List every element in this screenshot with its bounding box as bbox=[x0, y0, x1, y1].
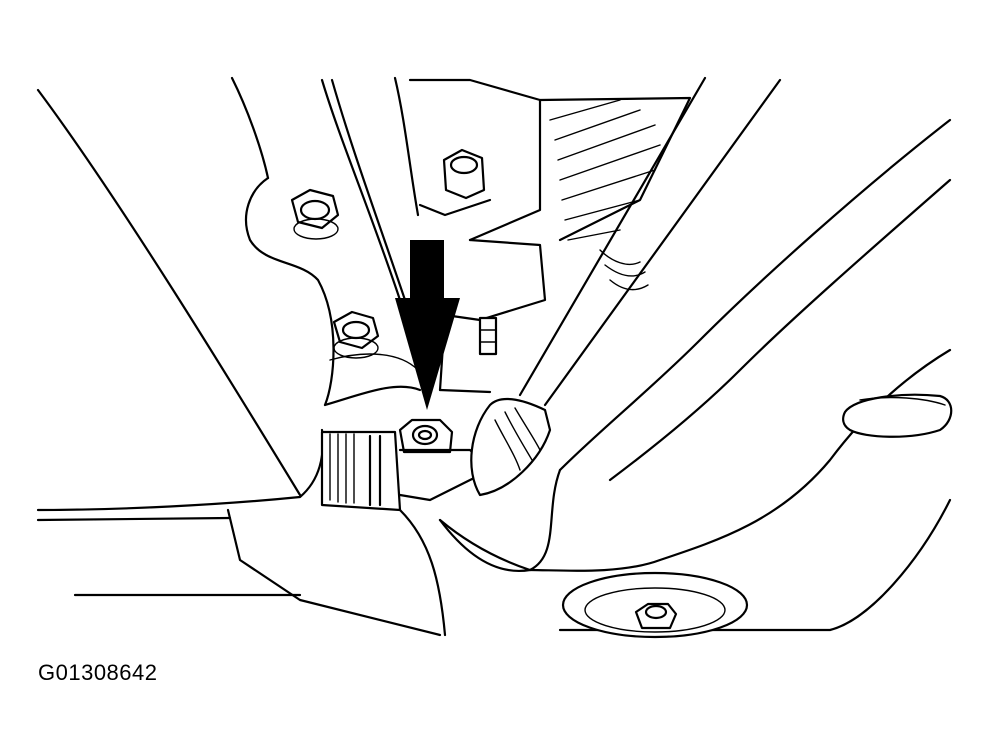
fitting-nut bbox=[398, 418, 454, 454]
left-rail bbox=[36, 88, 442, 637]
figure-id: G01308642 bbox=[38, 660, 158, 685]
down-arrow-icon bbox=[395, 240, 460, 410]
lower-center-structure bbox=[398, 508, 532, 637]
diagonal-rod bbox=[470, 76, 782, 497]
bolt-right bbox=[478, 316, 498, 356]
upper-housing bbox=[230, 76, 692, 394]
hose-connector bbox=[320, 430, 492, 512]
bolt-top bbox=[418, 148, 492, 217]
lower-mount bbox=[561, 571, 749, 639]
bolt-middle-left bbox=[332, 310, 380, 359]
left-bracket bbox=[245, 176, 422, 407]
bolt-upper-left bbox=[290, 188, 340, 240]
